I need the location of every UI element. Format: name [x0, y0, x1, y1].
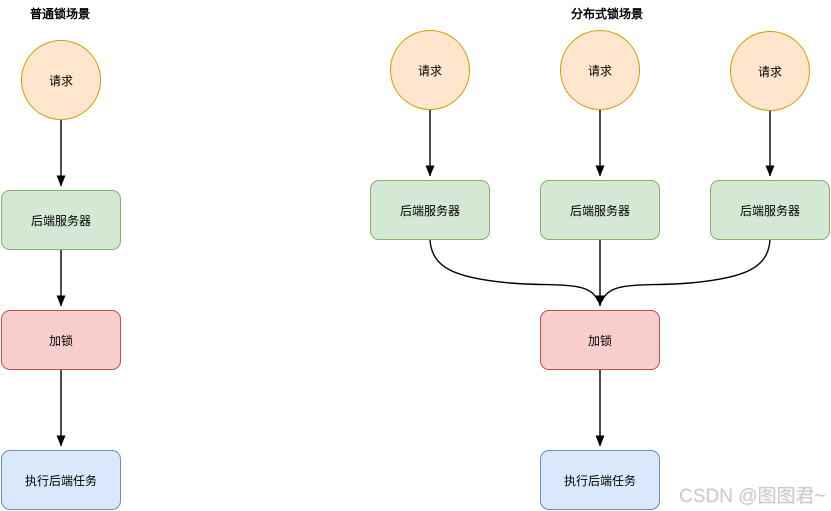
- right-backend-server-node-2: 后端服务器: [540, 180, 660, 240]
- left-request-node: 请求: [21, 40, 101, 120]
- right-request-node-2: 请求: [560, 30, 640, 110]
- left-scenario-title: 普通锁场景: [30, 7, 91, 21]
- right-request-node-1: 请求: [390, 30, 470, 110]
- csdn-watermark: CSDN @图图君~: [679, 486, 826, 507]
- left-backend-server-node: 后端服务器: [1, 190, 121, 250]
- left-lock-node: 加锁: [1, 310, 121, 370]
- right-request-node-3: 请求: [730, 31, 810, 111]
- right-backend-server-node-1: 后端服务器: [370, 180, 490, 240]
- right-scenario-title: 分布式锁场景: [571, 7, 644, 21]
- left-task-node: 执行后端任务: [1, 450, 121, 510]
- right-backend-server-node-3: 后端服务器: [710, 180, 830, 240]
- right-task-node: 执行后端任务: [540, 450, 660, 510]
- right-lock-node: 加锁: [540, 310, 660, 370]
